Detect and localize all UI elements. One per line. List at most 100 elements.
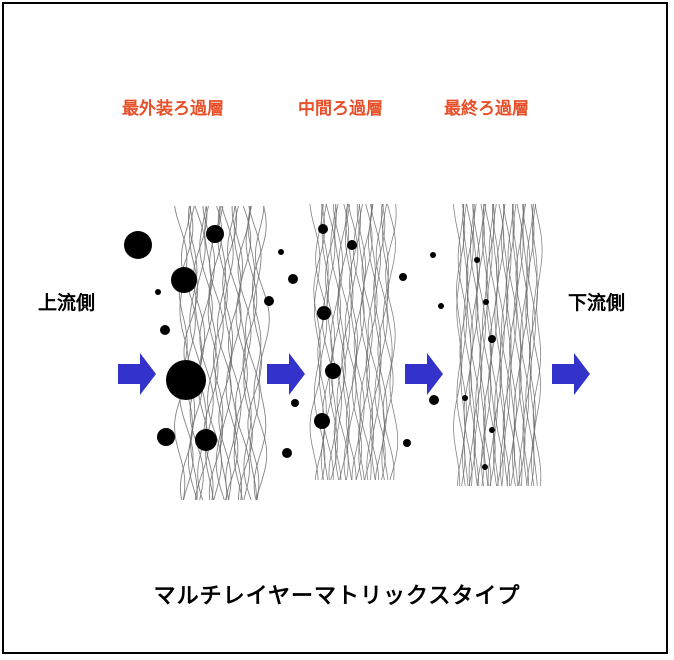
- fiber-strand: [207, 205, 223, 501]
- fiber-strand: [199, 205, 214, 501]
- fiber-strand: [247, 205, 263, 501]
- fiber-strand: [369, 203, 382, 481]
- fiber-strand: [518, 203, 529, 487]
- fiber-strand: [227, 205, 243, 501]
- fiber-strand: [208, 205, 224, 501]
- fiber-strand: [513, 203, 524, 487]
- diagram-frame: [2, 2, 668, 654]
- type-caption: マルチレイヤーマトリックスタイプ: [153, 584, 521, 609]
- particle: [462, 395, 468, 401]
- fiber-strand: [382, 203, 396, 481]
- fiber-strand: [341, 203, 354, 481]
- particle: [399, 273, 407, 281]
- particle: [282, 448, 292, 458]
- fiber-strand: [309, 203, 322, 481]
- particle: [325, 363, 341, 379]
- fiber-strand: [462, 203, 472, 487]
- fiber-strand: [251, 205, 268, 501]
- particle: [489, 427, 495, 433]
- fiber-strand: [330, 203, 342, 481]
- particles: [124, 224, 496, 470]
- flow-arrow-icon: [267, 353, 305, 395]
- layer-label-final: 最終ろ過層: [444, 99, 529, 119]
- fiber-strand: [187, 205, 204, 501]
- fiber-strand: [217, 205, 232, 501]
- fiber-strand: [472, 203, 483, 487]
- particle: [317, 306, 331, 320]
- layer-label-outer: 最外装ろ過層: [122, 99, 224, 119]
- particle: [264, 296, 274, 306]
- fiber-strand: [361, 203, 374, 481]
- particle: [171, 267, 197, 293]
- fiber-strand: [353, 203, 365, 481]
- fiber-strand: [520, 203, 530, 487]
- fiber-strand: [496, 203, 506, 487]
- particle: [347, 240, 357, 250]
- flow-arrows: [118, 353, 590, 395]
- particle: [429, 395, 439, 405]
- particle: [438, 303, 444, 309]
- fiber-strand: [483, 203, 493, 487]
- flow-arrow-icon: [552, 353, 590, 395]
- particle: [155, 289, 161, 295]
- fiber-strand: [344, 203, 357, 481]
- fiber-strand: [528, 203, 538, 487]
- fiber-strand: [349, 203, 363, 481]
- particle: [288, 274, 298, 284]
- fiber-strand: [502, 203, 512, 486]
- fiber-strand: [487, 203, 498, 487]
- particle: [278, 249, 284, 255]
- particle: [488, 335, 496, 343]
- final-layer-fibers: [453, 203, 543, 487]
- particle: [157, 428, 175, 446]
- fiber-strand: [525, 203, 535, 487]
- fiber-strand: [373, 203, 386, 481]
- particle: [318, 224, 328, 234]
- upstream-label: 上流側: [38, 292, 96, 314]
- particle: [483, 299, 489, 305]
- fiber-strand: [332, 203, 346, 481]
- fiber-strand: [468, 203, 479, 487]
- fiber-strand: [380, 203, 394, 481]
- fiber-strand: [351, 203, 365, 481]
- particle: [166, 360, 206, 400]
- fiber-strand: [489, 203, 498, 487]
- particle: [160, 325, 170, 335]
- fiber-strand: [225, 205, 242, 501]
- fiber-strand: [494, 203, 505, 487]
- fiber-strand: [479, 203, 489, 487]
- outer-layer-fibers: [174, 205, 270, 501]
- particle: [314, 413, 330, 429]
- fiber-strand: [174, 205, 189, 501]
- particle: [291, 399, 299, 407]
- middle-layer-fibers: [309, 203, 399, 481]
- downstream-label: 下流側: [568, 292, 626, 314]
- particle: [195, 429, 217, 451]
- fiber-strand: [499, 203, 509, 487]
- fiber-strand: [245, 205, 260, 501]
- fiber-strand: [515, 203, 526, 487]
- flow-arrow-icon: [118, 353, 156, 395]
- fiber-strand: [178, 205, 194, 501]
- fiber-strand: [192, 205, 210, 501]
- fiber-strand: [456, 203, 466, 487]
- fiber-strand: [313, 203, 326, 481]
- fiber-strand: [532, 203, 543, 487]
- fiber-strand: [222, 205, 239, 501]
- fiber-strand: [531, 203, 541, 487]
- particle: [206, 225, 224, 243]
- fiber-strand: [377, 203, 390, 481]
- layer-label-middle: 中間ろ過層: [298, 99, 383, 119]
- fiber-strand: [345, 203, 359, 481]
- fiber-strand: [367, 203, 380, 481]
- fiber-strand: [235, 205, 252, 501]
- fiber-strand: [253, 205, 270, 501]
- fiber-strand: [183, 205, 199, 501]
- fiber-strand: [470, 203, 480, 487]
- fiber-strand: [322, 203, 336, 481]
- particle: [430, 252, 436, 258]
- fiber-strand: [385, 203, 399, 481]
- fiber-strand: [242, 205, 258, 501]
- fiber-strand: [359, 203, 373, 481]
